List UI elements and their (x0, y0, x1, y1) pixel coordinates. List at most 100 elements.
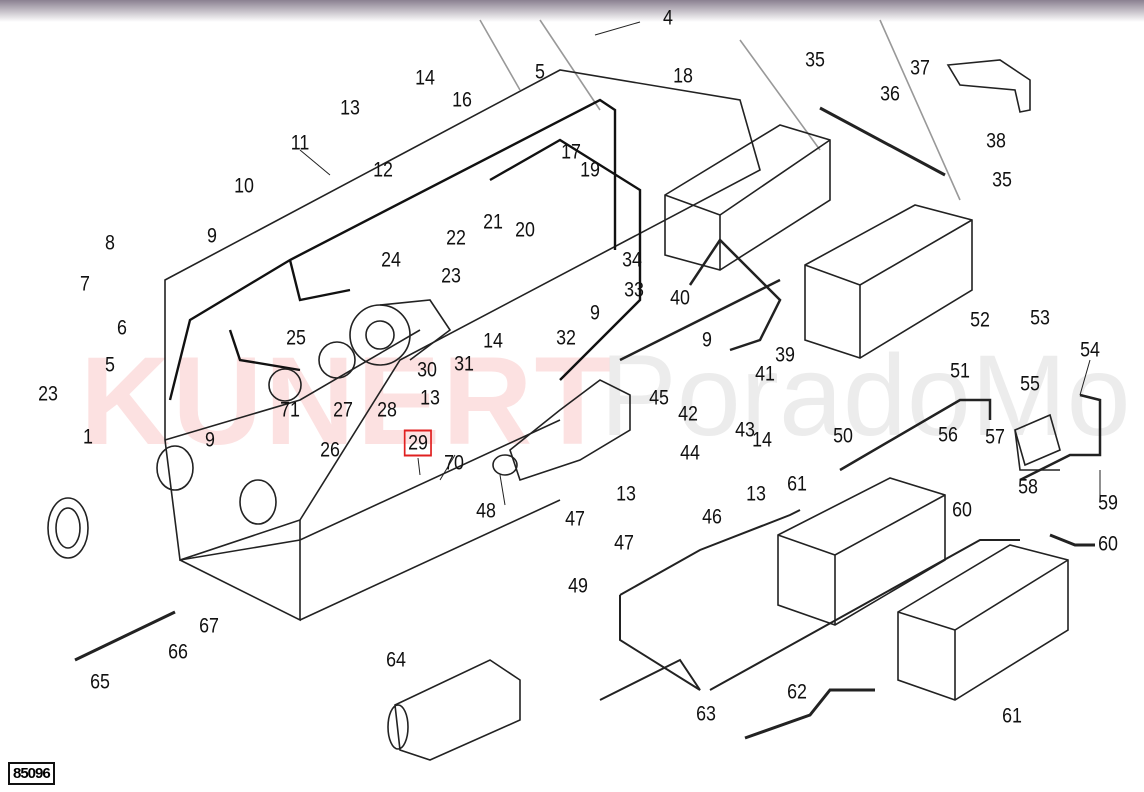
watermark-secondary: PoradoMo (600, 332, 1131, 460)
callout-label: 67 (199, 614, 219, 638)
callout-label: 22 (446, 226, 466, 250)
callout-label: 27 (333, 398, 353, 422)
callout-label: 50 (833, 424, 853, 448)
callout-label: 18 (673, 64, 693, 88)
callout-label: 24 (381, 248, 401, 272)
callout-label: 53 (1030, 306, 1050, 330)
callout-label: 38 (986, 129, 1006, 153)
callout-label: 1 (83, 425, 93, 449)
callout-label: 62 (787, 680, 807, 704)
callout-label: 55 (1020, 372, 1040, 396)
callout-label: 13 (616, 482, 636, 506)
callout-label: 13 (420, 386, 440, 410)
callout-label: 12 (373, 158, 393, 182)
callout-label: 13 (340, 96, 360, 120)
callout-label: 26 (320, 438, 340, 462)
cable-63 (744, 688, 875, 740)
callout-label: 60 (1098, 532, 1118, 556)
callout-label: 47 (614, 531, 634, 555)
callout-label: 66 (168, 640, 188, 664)
callout-label: 10 (234, 174, 254, 198)
callout-label: 13 (746, 482, 766, 506)
callout-label: 9 (205, 428, 215, 452)
callout-label: 40 (670, 286, 690, 310)
callout-label: 46 (702, 505, 722, 529)
callout-label: 52 (970, 308, 990, 332)
battery-upper-2 (804, 204, 973, 359)
callout-label: 25 (286, 326, 306, 350)
callout-label: 47 (565, 507, 585, 531)
callout-label: 57 (985, 425, 1005, 449)
cable-49 (599, 509, 801, 701)
callout-label: 14 (415, 66, 435, 90)
callout-label: 61 (787, 472, 807, 496)
alternator (268, 299, 452, 402)
callout-label: 49 (568, 574, 588, 598)
callout-label: 58 (1018, 475, 1038, 499)
callout-label: 64 (386, 648, 406, 672)
callout-label: 6 (117, 316, 127, 340)
callout-label: 70 (444, 451, 464, 475)
callout-label: 23 (38, 382, 58, 406)
battery-upper-1 (664, 124, 831, 271)
battery-lower-1 (777, 477, 946, 626)
callout-label: 35 (805, 48, 825, 72)
callout-label: 11 (290, 131, 310, 155)
callout-label: 39 (775, 343, 795, 367)
scan-top-edge (0, 0, 1144, 22)
callout-label: 8 (105, 231, 115, 255)
callout-label: 20 (515, 218, 535, 242)
callout-label: 7 (80, 272, 90, 296)
wiring-harness (168, 98, 642, 401)
cable-50 (839, 398, 992, 472)
battery-handle (946, 59, 1031, 113)
callout-label: 21 (483, 210, 503, 234)
callout-label: 14 (483, 329, 503, 353)
cable-40 (619, 278, 781, 362)
callout-label: 23 (441, 264, 461, 288)
callout-label: 30 (417, 358, 437, 382)
solenoid (1014, 413, 1061, 471)
cable-39 (688, 238, 782, 352)
callout-label: 4 (663, 6, 673, 30)
callout-label: 19 (580, 158, 600, 182)
callout-highlighted: 29 (403, 429, 433, 457)
callout-label: 65 (90, 670, 110, 694)
callout-label: 37 (910, 56, 930, 80)
callout-label: 28 (377, 398, 397, 422)
callout-label: 63 (696, 702, 716, 726)
callout-label: 56 (938, 423, 958, 447)
cable-59 (1019, 393, 1102, 482)
callout-label: 42 (678, 402, 698, 426)
engine-block (164, 69, 761, 562)
battery-lower-2 (897, 544, 1069, 701)
callout-label: 34 (622, 248, 642, 272)
cable-60 (1049, 533, 1095, 547)
callout-label: 45 (649, 386, 669, 410)
callout-label: 51 (950, 359, 970, 383)
bolt-65 (74, 610, 176, 662)
callout-label: 44 (680, 441, 700, 465)
callout-label: 41 (755, 362, 775, 386)
callout-label: 31 (454, 352, 474, 376)
callout-label: 5 (535, 60, 545, 84)
callout-label: 9 (207, 224, 217, 248)
starter-motor (492, 379, 631, 482)
callout-label: 33 (624, 278, 644, 302)
callout-label: 9 (702, 328, 712, 352)
headlight (47, 497, 89, 559)
callout-label: 32 (556, 326, 576, 350)
drawing-code: 85096 (8, 762, 55, 785)
callout-label: 48 (476, 499, 496, 523)
callout-label: 54 (1080, 338, 1100, 362)
cable-62 (709, 539, 1020, 691)
callout-label: 60 (952, 498, 972, 522)
callout-label: 9 (590, 301, 600, 325)
callout-label: 14 (752, 428, 772, 452)
callout-label: 43 (735, 418, 755, 442)
callout-label: 16 (452, 88, 472, 112)
callout-label: 5 (105, 353, 115, 377)
callout-label: 61 (1002, 704, 1022, 728)
